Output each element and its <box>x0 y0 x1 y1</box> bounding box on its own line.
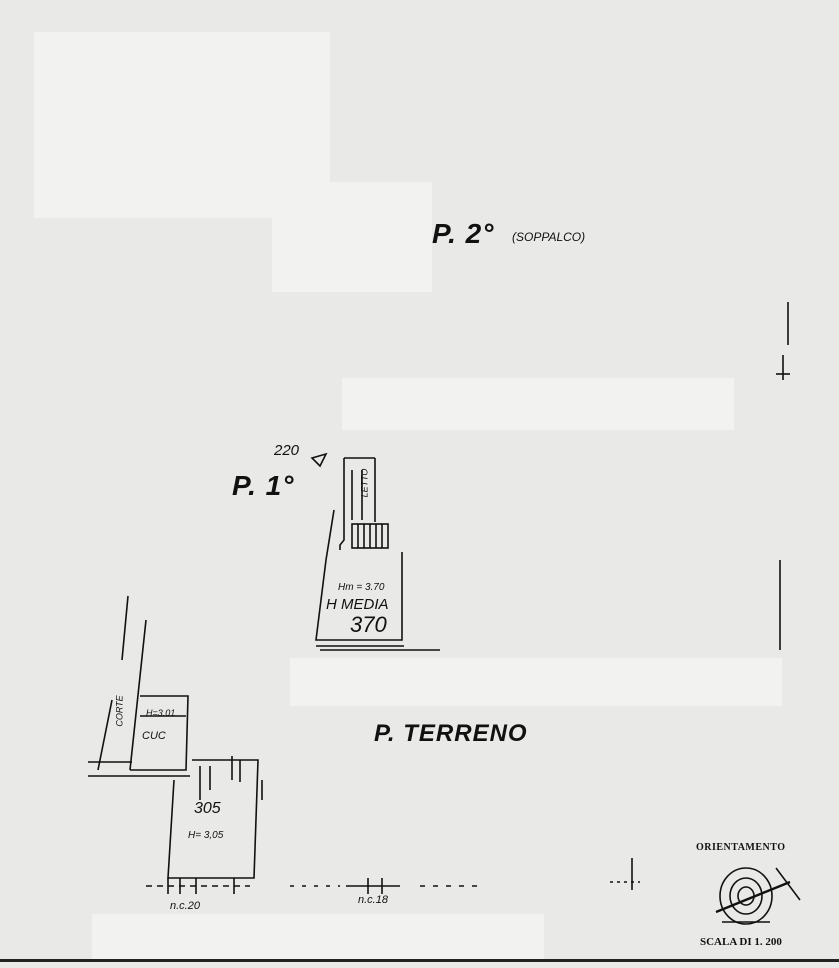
floor2-note: (SOPPALCO) <box>512 230 586 244</box>
floor1-label: P. 1° <box>232 470 295 501</box>
ground-floor-label: P. TERRENO <box>374 720 528 747</box>
letto-label: LETTO <box>359 468 370 498</box>
hm-370-label: Hm = 3.70 <box>338 582 385 593</box>
parcel-nc20-label: n.c.20 <box>170 900 200 912</box>
height-305-label: H= 3,05 <box>188 830 224 841</box>
redacted-block <box>272 182 432 292</box>
redacted-block <box>92 914 544 960</box>
redacted-block <box>290 658 782 706</box>
value-370-label: 370 <box>350 612 387 637</box>
scale-label: SCALA DI 1. 200 <box>700 936 782 948</box>
redacted-block <box>342 378 734 430</box>
parcel-nc18-label: n.c.18 <box>358 894 388 906</box>
floor2-label: P. 2° <box>432 218 495 249</box>
media-label: H MEDIA <box>326 596 389 613</box>
height-220-label: 220 <box>274 442 300 459</box>
value-305-label: 305 <box>194 800 221 817</box>
kitchen-label: CUC <box>142 730 166 742</box>
sheet-border <box>0 959 839 962</box>
height-301-label: H=3.01 <box>146 708 176 718</box>
corte-label: CORTE <box>114 695 125 727</box>
orientation-label: ORIENTAMENTO <box>696 842 786 853</box>
